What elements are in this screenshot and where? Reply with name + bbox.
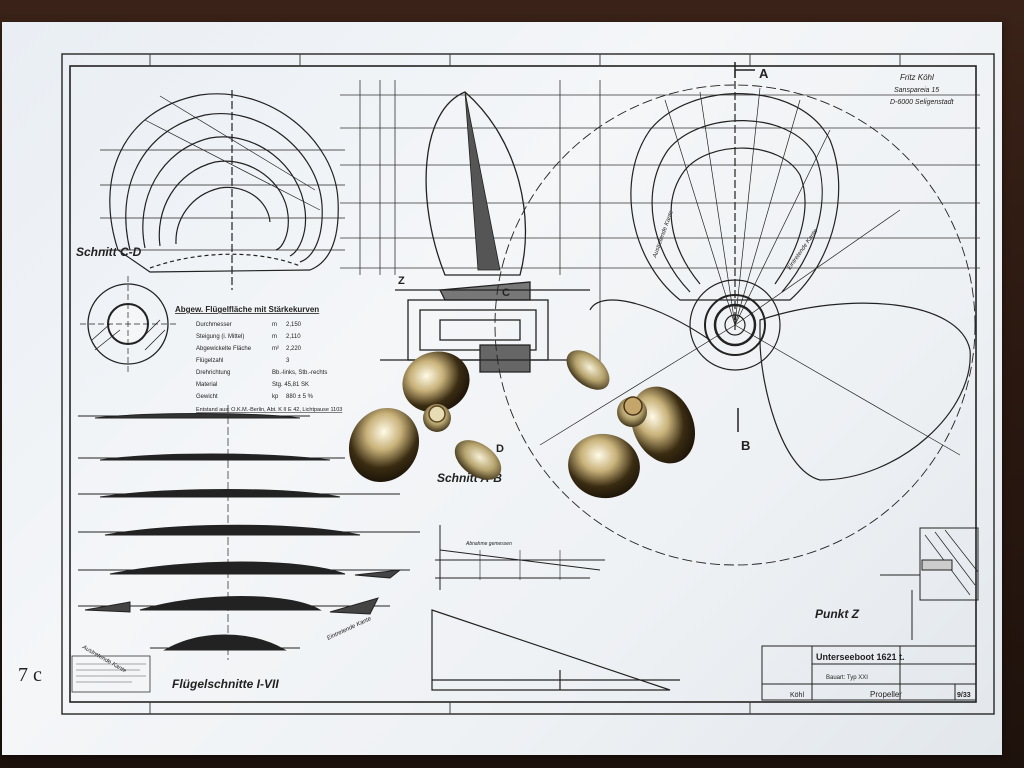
- point-z-label: Punkt Z: [815, 607, 860, 621]
- spec-row-value: Stg. 45,81 SK: [272, 382, 309, 388]
- title-block-drawer: Köhl: [790, 692, 804, 699]
- spec-footnote: Entstand aus: O.K.M.-Berlin, Abt. K II E…: [196, 407, 342, 413]
- spec-row-unit: m²: [272, 346, 279, 352]
- title-block-project: Unterseeboot 1621 t.: [816, 652, 905, 662]
- pitch-note: Abnahme gemessen: [465, 541, 512, 547]
- spec-row-name: Gewicht: [196, 394, 218, 400]
- developed-blade-view: [100, 90, 345, 290]
- spec-row-unit: kp: [272, 394, 279, 400]
- owner-name: Fritz Köhl: [900, 73, 934, 82]
- owner-city: D-6000 Seligenstadt: [890, 99, 954, 106]
- arrow-c-label: C: [502, 287, 510, 299]
- frame-ticks: [149, 54, 901, 714]
- drawing-inner-frame: [69, 65, 977, 703]
- spec-row-unit: m: [272, 334, 277, 340]
- leading-edge-note: Eintretende Kante: [787, 228, 820, 271]
- title-block-type: Bauart: Typ XXI: [826, 675, 868, 681]
- owner-street: Sanspareia 15: [894, 87, 939, 94]
- title-block-part: Propeller: [870, 690, 902, 699]
- notes-lines: [76, 663, 146, 683]
- paper-sheet: [2, 22, 1002, 755]
- title-block-sheet: 9/33: [957, 692, 971, 699]
- arrow-b-label: B: [741, 438, 750, 453]
- drawing-outer-frame: [61, 53, 995, 715]
- spec-row-value: 2,110: [286, 334, 301, 340]
- spec-row-name: Steigung (i. Mittel): [196, 334, 244, 340]
- spec-row-value: Bb.-links, Stb.-rechts: [272, 370, 327, 376]
- spec-row-name: Drehrichtung: [196, 370, 230, 376]
- spec-row-name: Material: [196, 382, 217, 388]
- leading-edge-section-note: Eintretende Kante: [326, 616, 373, 642]
- spec-row-value: 880 ± 5 %: [286, 394, 314, 400]
- spec-row-value: 2,220: [286, 346, 302, 352]
- brass-propeller-model-right: [566, 350, 696, 499]
- brass-propeller-model-left: [348, 351, 502, 483]
- spec-table-title: Abgew. Flügelfläche mit Stärkekurven: [175, 305, 319, 314]
- pitch-diagram: [435, 525, 605, 590]
- blade-sections-label: Flügelschnitte I-VII: [172, 677, 279, 691]
- section-cd-label: Schnitt C-D: [76, 245, 142, 259]
- arrow-z-label: Z: [398, 275, 405, 287]
- blade-side-profile: [380, 91, 590, 373]
- spec-row-value: 2,150: [286, 322, 302, 328]
- hub-cross-section: [80, 276, 178, 372]
- arrow-d-label: D: [496, 443, 504, 455]
- title-block: [761, 645, 977, 701]
- spec-row-name: Abgewickelte Fläche: [196, 346, 252, 352]
- propeller-front-view: [494, 62, 976, 566]
- pitch-grid: [340, 80, 980, 380]
- blade-section-profiles: [78, 405, 420, 660]
- notes-box: [71, 655, 151, 693]
- spec-row-unit: m: [272, 322, 277, 328]
- spec-row-value: 3: [286, 358, 290, 364]
- page-number-label: 7 c: [18, 664, 42, 686]
- spec-table: Abgew. Flügelfläche mit Stärkekurven Dur…: [175, 305, 342, 413]
- spec-row-name: Flügelzahl: [196, 358, 223, 364]
- triangle-diagram: [431, 609, 680, 691]
- spec-row-name: Durchmesser: [196, 322, 232, 328]
- arrow-a-label: A: [759, 66, 769, 81]
- point-z-detail: [880, 527, 979, 640]
